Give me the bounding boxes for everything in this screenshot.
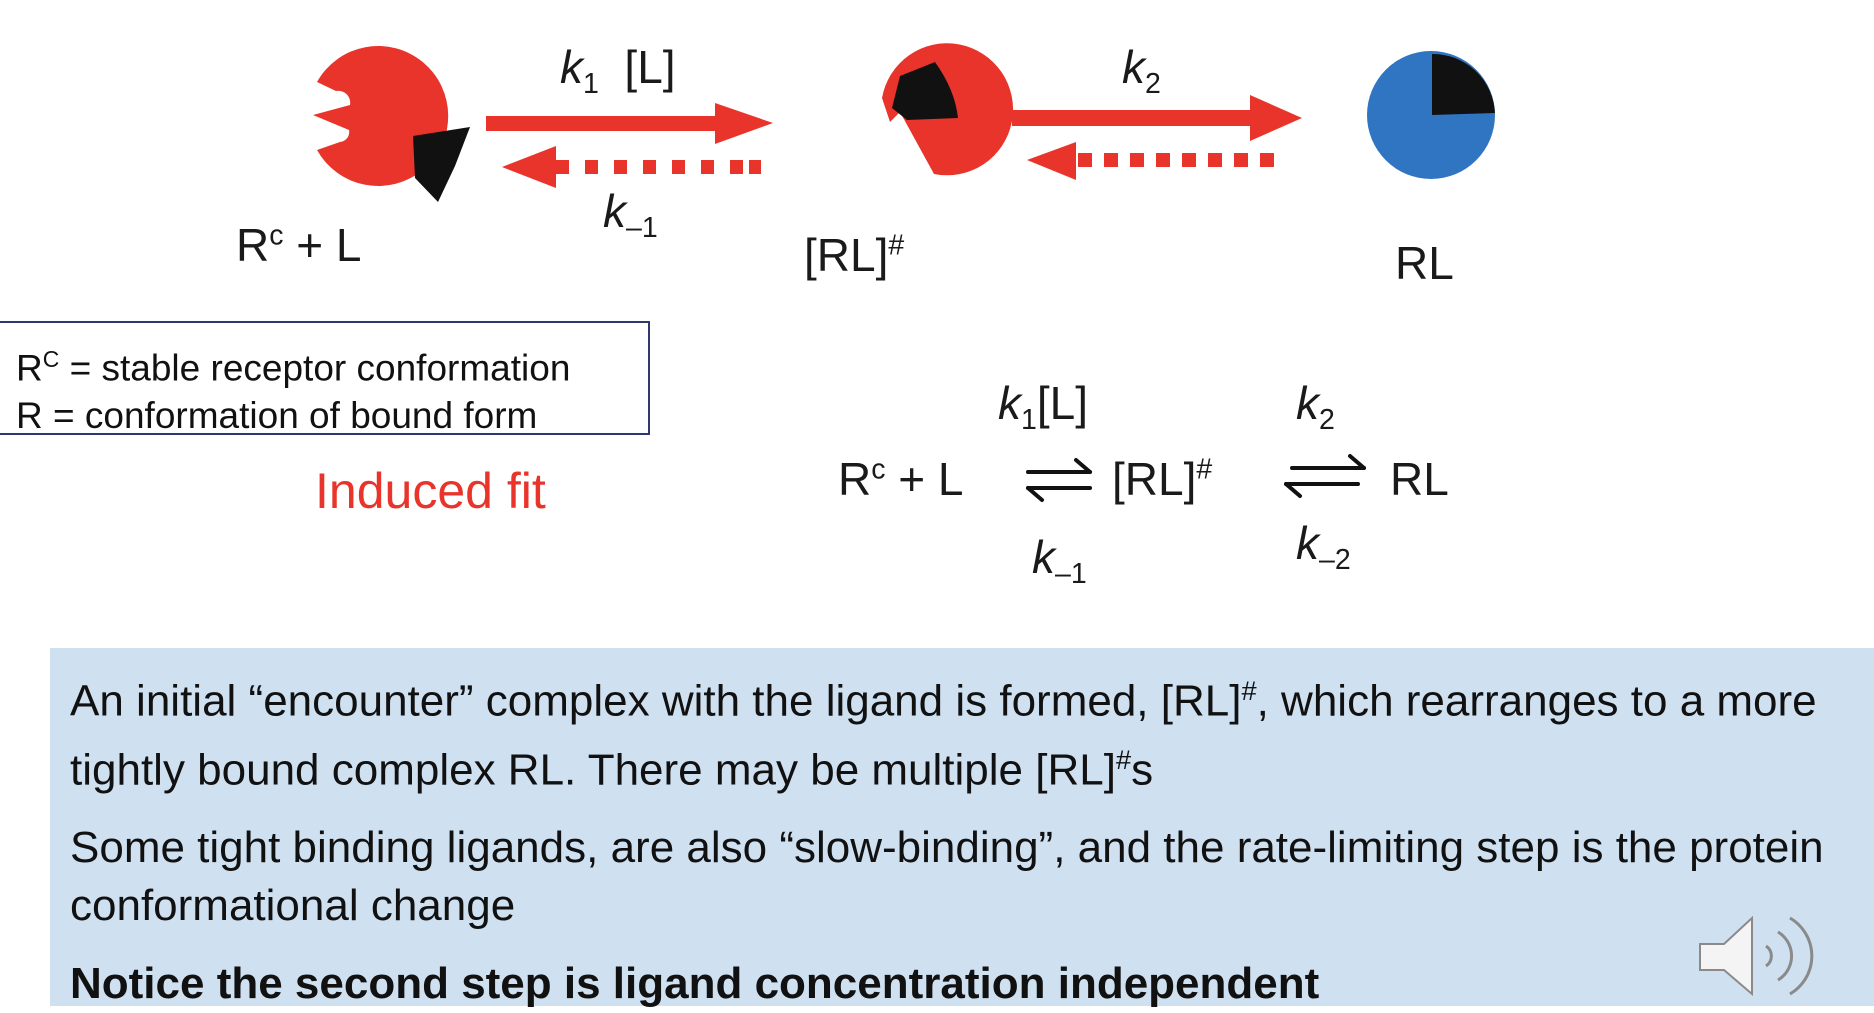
eq-left-species: Rc + L bbox=[838, 453, 964, 505]
eq-k1-label: k1[L] bbox=[998, 377, 1089, 437]
info-paragraph-notice: Notice the second step is ligand concent… bbox=[70, 959, 1320, 1009]
receptor-bound-shape bbox=[1367, 51, 1495, 179]
legend-box: RC = stable receptor conformation R = co… bbox=[0, 321, 650, 436]
species-label-bound: RL bbox=[1395, 237, 1454, 289]
eq-km1-label: k–1 bbox=[1032, 531, 1087, 591]
info-paragraph-encounter: An initial “encounter” complex with the … bbox=[70, 675, 1817, 795]
arrow1-reverse-rate: k–1 bbox=[603, 185, 658, 245]
info-paragraph-slow-binding: Some tight binding ligands, are also “sl… bbox=[70, 823, 1824, 931]
species-label-free: Rc + L bbox=[236, 219, 362, 271]
arrow1-reverse-head bbox=[502, 146, 556, 188]
species-label-encounter: [RL]# bbox=[804, 229, 905, 281]
ligand-in-encounter-shape bbox=[892, 62, 958, 120]
eq-right-species: RL bbox=[1390, 453, 1449, 505]
legend-line-rc: RC = stable receptor conformation bbox=[16, 346, 571, 389]
arrow1-reverse-dashes bbox=[556, 160, 761, 174]
arrow2-reverse-head bbox=[1027, 142, 1076, 180]
ligand-shape bbox=[413, 127, 470, 202]
arrow2-forward-shaft bbox=[1012, 110, 1252, 126]
model-name: Induced fit bbox=[315, 463, 546, 519]
arrow1-forward-shaft bbox=[486, 116, 718, 131]
info-panel: An initial “encounter” complex with the … bbox=[50, 648, 1874, 1008]
arrow2-forward-rate: k2 bbox=[1122, 41, 1161, 101]
arrow2-reverse-dashes bbox=[1078, 153, 1274, 167]
eq-mid-species: [RL]# bbox=[1112, 453, 1213, 505]
ligand-in-bound-shape bbox=[1432, 53, 1495, 115]
eq-equilibrium-arrows bbox=[1026, 454, 1366, 502]
arrow2-forward-head bbox=[1250, 95, 1302, 141]
speaker-icon[interactable] bbox=[1690, 904, 1840, 1004]
legend-line-r: R = conformation of bound form bbox=[16, 395, 538, 437]
binding-illustration bbox=[313, 43, 1495, 202]
eq-km2-label: k–2 bbox=[1296, 517, 1351, 577]
eq-k2-label: k2 bbox=[1296, 377, 1335, 437]
arrow1-forward-rate: k1 [L] bbox=[560, 41, 676, 101]
arrow1-forward-head bbox=[715, 103, 773, 144]
